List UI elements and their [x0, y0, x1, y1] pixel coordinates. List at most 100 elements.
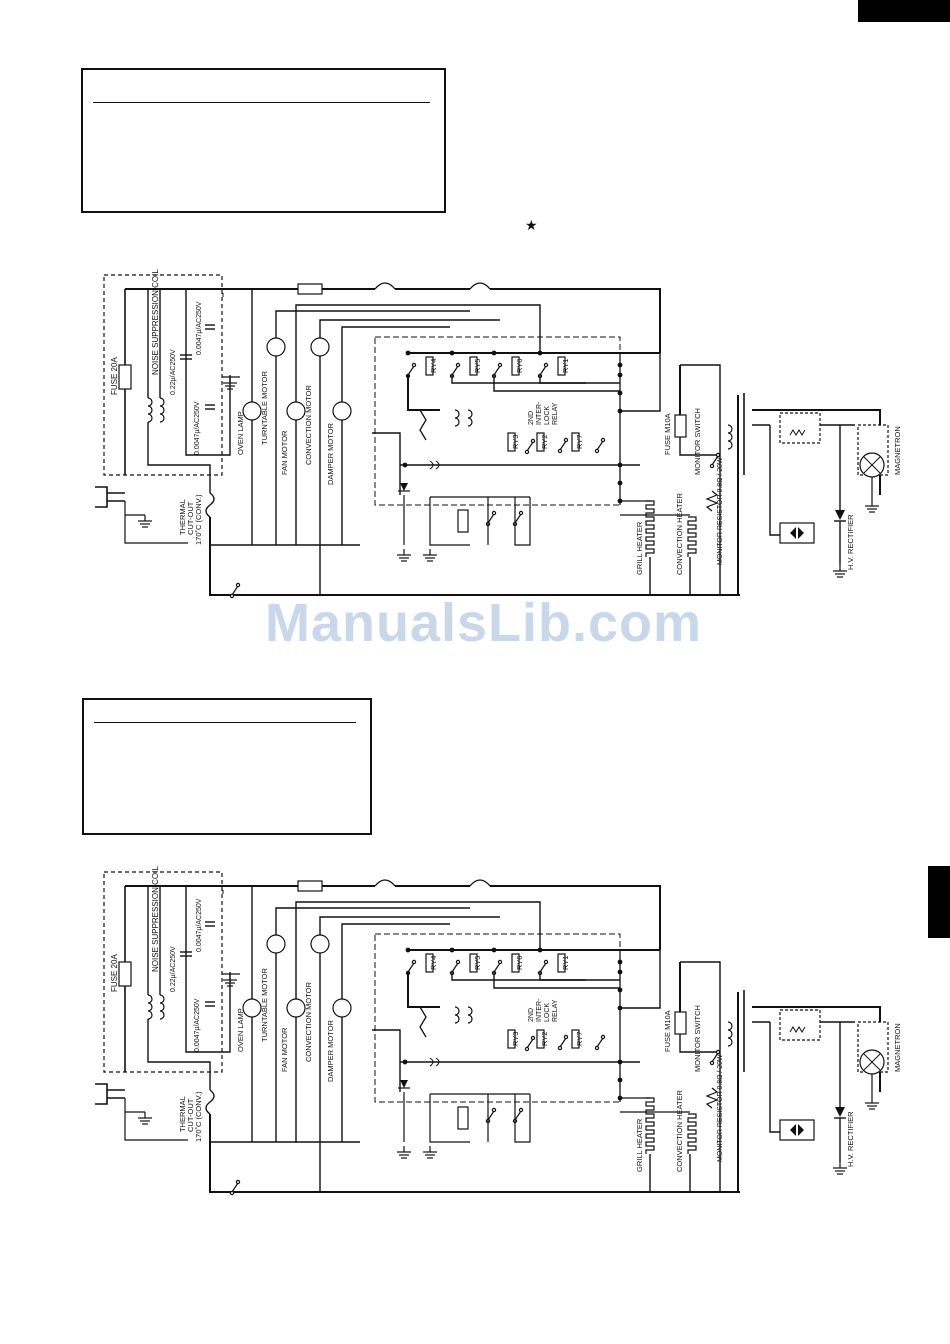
relay-coil-ry2	[536, 432, 545, 452]
monitor-resistor-icon	[705, 490, 719, 512]
wire	[679, 1034, 720, 1053]
junction-dot	[402, 462, 408, 468]
junction-dot	[449, 350, 455, 356]
switch-contact	[557, 448, 563, 454]
wire	[429, 1094, 470, 1143]
wire	[185, 289, 231, 456]
relay-coil-ry6	[511, 953, 520, 973]
wire	[231, 585, 239, 596]
coil-icon	[467, 409, 473, 427]
hv-transformer-icon	[727, 424, 733, 450]
protector-box	[779, 522, 815, 544]
noise-coil-icon	[147, 994, 153, 1020]
switch-contact	[594, 1045, 600, 1051]
label-interlock-2: INTER-	[536, 401, 543, 425]
grill-heater-icon	[645, 500, 655, 557]
switch-contact	[600, 437, 606, 443]
label-hv-rectifier: H.V. RECTIFIER	[846, 514, 855, 570]
wire	[596, 440, 604, 451]
wire	[493, 962, 501, 973]
label-thermal-cutout-2: CUT-OUT	[186, 501, 195, 535]
fuse-m10a-icon	[674, 1011, 687, 1035]
wire	[596, 1037, 604, 1048]
junction-dot	[617, 1077, 623, 1083]
power-plug-icon	[95, 1083, 108, 1105]
wire	[295, 901, 541, 999]
wire	[559, 1037, 567, 1048]
sensor-icon	[457, 509, 469, 533]
section-edge-tab	[928, 866, 950, 938]
fuse-arc	[469, 879, 491, 887]
switch-contact	[563, 1034, 569, 1040]
switch-contact	[600, 1034, 606, 1040]
label-ry4: RY4	[429, 956, 438, 970]
label-turntable-motor: TURNTABLE MOTOR	[260, 968, 269, 1042]
page-corner-tab	[858, 0, 950, 22]
wire	[451, 365, 459, 376]
noise-coil-icon	[147, 397, 153, 423]
junction-dot	[491, 350, 497, 356]
label-grill-heater: GRILL HEATER	[635, 521, 644, 575]
hv-rectifier-icon	[835, 1107, 845, 1117]
switch-contact	[524, 1046, 530, 1052]
label-damper-motor: DAMPER MOTOR	[326, 422, 335, 485]
label-ry1: RY1	[561, 956, 570, 970]
label-ry6: RY6	[515, 956, 524, 970]
wire	[487, 1110, 495, 1121]
switch-contact	[709, 1060, 715, 1066]
wire	[539, 365, 547, 376]
label-interlock-4: RELAY	[552, 402, 559, 425]
switch-contact	[229, 593, 235, 599]
thermal-cutout-icon	[205, 1089, 215, 1115]
label-ry7: RY7	[575, 1032, 584, 1046]
relay-coil-ry4	[425, 953, 434, 973]
wire	[341, 923, 450, 999]
fan-motor-icon	[286, 998, 306, 1018]
switch-contact	[518, 510, 524, 516]
hv-rectifier-icon	[835, 510, 845, 520]
wire	[490, 288, 661, 353]
wire	[372, 432, 401, 495]
label-thermal-cutout-1: THERMAL	[178, 1096, 187, 1132]
junction-dot	[617, 390, 623, 396]
switch-contact	[491, 510, 497, 516]
wire	[209, 1114, 740, 1193]
capacitor-box	[779, 1009, 821, 1041]
noise-coil-icon	[159, 397, 165, 423]
junction-dot	[617, 959, 623, 965]
switch-contact	[543, 959, 549, 965]
fuse-icon	[297, 283, 323, 295]
relay-coil-ry4	[425, 356, 434, 376]
label-hv-rectifier: H.V. RECTIFIER	[846, 1111, 855, 1167]
wire	[429, 497, 470, 546]
relay-coil-ry7	[571, 1029, 580, 1049]
hv-transformer-icon	[727, 1021, 733, 1047]
coil-icon	[454, 409, 460, 427]
label-fuse-m10a: FUSE M10A	[663, 1010, 672, 1052]
wire	[490, 885, 661, 950]
label-oven-lamp: OVEN LAMP	[236, 1008, 245, 1052]
wire	[275, 310, 470, 338]
damper-motor-icon	[332, 401, 352, 421]
wire	[493, 972, 620, 989]
label-interlock-1: 2ND	[528, 411, 535, 425]
label-magnetron: MAGNETRON	[893, 1023, 902, 1072]
label-ry2: RY2	[540, 1032, 549, 1046]
wire	[539, 962, 547, 973]
relay-coil-ry2	[536, 1029, 545, 1049]
junction-dot	[537, 947, 543, 953]
label-ry3: RY3	[511, 435, 520, 449]
switch-contact	[235, 1179, 241, 1185]
coil-icon	[454, 1006, 460, 1024]
noise-coil-icon	[159, 994, 165, 1020]
wire	[559, 440, 567, 451]
label-interlock-3: LOCK	[544, 1003, 551, 1022]
label-fan-motor: FAN MOTOR	[280, 1027, 289, 1072]
capacitor-box	[779, 412, 821, 444]
label-interlock-2: INTER-	[536, 998, 543, 1022]
label-thermal-cutout-1: THERMAL	[178, 499, 187, 535]
wire	[295, 304, 541, 402]
note-box-top	[81, 68, 446, 213]
